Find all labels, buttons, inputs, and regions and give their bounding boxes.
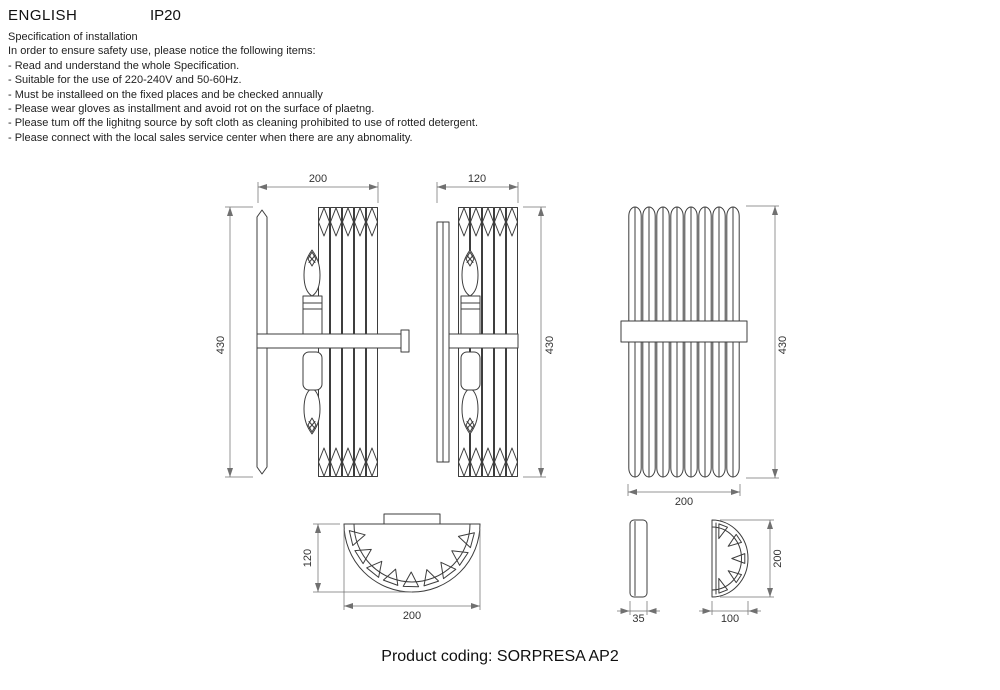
bottom-object	[343, 513, 481, 593]
half-profile-object	[711, 519, 749, 598]
language-label: ENGLISH	[8, 7, 78, 24]
dim-label-half-height: 200	[772, 549, 784, 567]
ip-rating-label: IP20	[150, 7, 181, 24]
spec-line: - Please wear gloves as installment and …	[8, 103, 375, 116]
side-view-drawing: 120 430	[436, 173, 556, 478]
front-open-object	[256, 207, 410, 477]
dim-label-front-open-width: 200	[309, 173, 327, 185]
front-open-view-drawing: 200 430	[215, 173, 410, 478]
dim-label-half-width: 100	[721, 613, 739, 625]
front-closed-view-drawing: 430 200	[620, 205, 789, 508]
bottom-dimensions	[313, 523, 481, 610]
half-profile-drawing: 200 100	[699, 519, 784, 625]
front-closed-object	[620, 206, 748, 478]
side-dimensions	[436, 182, 546, 478]
product-coding: Product coding: SORPRESA AP2	[381, 648, 619, 665]
strip-profile-dimensions	[617, 601, 660, 615]
dim-label-front-closed-height: 430	[777, 336, 789, 354]
half-profile-dimensions	[699, 519, 774, 615]
spec-line: - Read and understand the whole Specific…	[8, 59, 240, 72]
spec-intro: In order to ensure safety use, please no…	[8, 45, 316, 58]
front-open-dimensions	[225, 182, 379, 478]
spec-line: - Please connect with the local sales se…	[8, 131, 413, 144]
dim-label-bottom-width: 200	[403, 610, 421, 622]
front-closed-dimensions	[627, 205, 779, 496]
dim-label-side-width: 120	[468, 173, 486, 185]
spec-title: Specification of installation	[8, 31, 138, 43]
spec-line: - Please tum off the lighitng source by …	[8, 117, 479, 130]
dim-label-bottom-height: 120	[302, 549, 314, 567]
strip-profile-object	[629, 519, 648, 598]
side-object	[436, 207, 519, 477]
bottom-view-drawing: 120 200	[302, 513, 481, 622]
spec-line: - Must be installeed on the fixed places…	[8, 88, 323, 101]
strip-profile-drawing: 35	[617, 519, 660, 625]
dim-label-side-height: 430	[544, 336, 556, 354]
dim-label-strip-width: 35	[632, 613, 644, 625]
spec-line: - Suitable for the use of 220-240V and 5…	[8, 74, 242, 87]
dim-label-front-open-height: 430	[215, 336, 227, 354]
spec-block: Specification of installation In order t…	[8, 30, 478, 145]
dim-label-front-closed-width: 200	[675, 496, 693, 508]
